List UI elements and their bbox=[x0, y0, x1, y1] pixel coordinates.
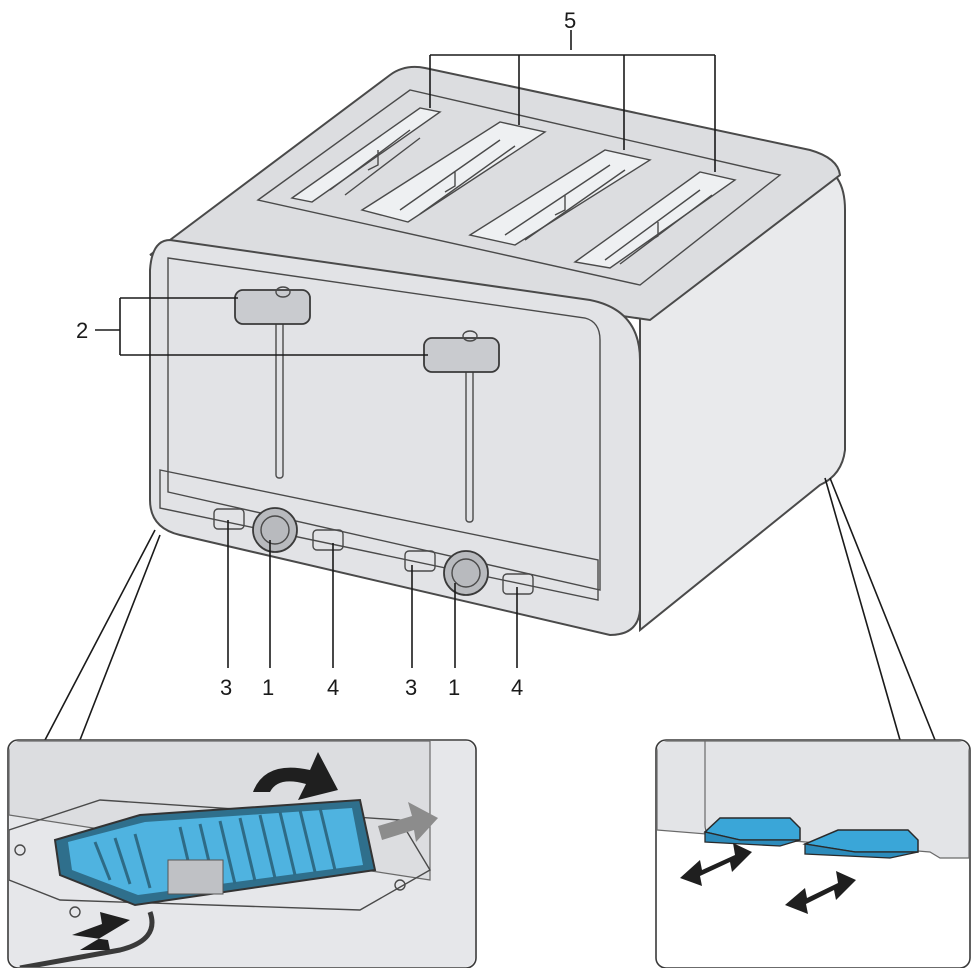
bread-slot-1 bbox=[290, 107, 442, 203]
callout-1-left: 1 bbox=[262, 675, 274, 700]
front-panel bbox=[167, 257, 601, 591]
push-arrow-icon bbox=[680, 843, 752, 886]
defrost-button-right[interactable] bbox=[502, 573, 534, 595]
base-plate bbox=[9, 799, 431, 911]
bread-slot-4 bbox=[573, 171, 737, 269]
slot-plate bbox=[256, 89, 782, 286]
callout-2: 2 bbox=[76, 318, 88, 343]
browning-knob-right[interactable] bbox=[443, 550, 489, 596]
controls bbox=[213, 507, 534, 596]
curved-arrow-icon bbox=[253, 752, 338, 800]
callout-5: 5 bbox=[564, 8, 576, 33]
slide-arrow-icon bbox=[378, 802, 438, 842]
feet-detail bbox=[655, 739, 971, 968]
pull-arrow-icon bbox=[72, 912, 130, 950]
cancel-button-right[interactable] bbox=[404, 550, 436, 572]
slider-foot-right[interactable] bbox=[802, 829, 919, 859]
callout-1-right: 1 bbox=[448, 675, 460, 700]
callout-4-left: 4 bbox=[327, 675, 339, 700]
cancel-button-left[interactable] bbox=[213, 508, 245, 530]
slider-foot-left[interactable] bbox=[703, 817, 801, 847]
crumb-tray-grid bbox=[68, 808, 363, 895]
callout-4-right: 4 bbox=[511, 675, 523, 700]
browning-knob-left[interactable] bbox=[252, 507, 298, 553]
toaster bbox=[149, 65, 846, 637]
defrost-button-left[interactable] bbox=[312, 529, 344, 551]
toaster-top bbox=[149, 65, 842, 322]
control-strip bbox=[159, 469, 599, 601]
callout-3-left: 3 bbox=[220, 675, 232, 700]
lever-left[interactable] bbox=[234, 286, 311, 325]
crumb-tray-detail bbox=[7, 739, 477, 968]
lever-right[interactable] bbox=[423, 330, 500, 373]
push-arrow-icon-2 bbox=[785, 871, 856, 914]
callout-3-right: 3 bbox=[405, 675, 417, 700]
callout-lines bbox=[44, 30, 936, 930]
toaster-front bbox=[149, 238, 641, 637]
slot-guides bbox=[329, 129, 713, 265]
